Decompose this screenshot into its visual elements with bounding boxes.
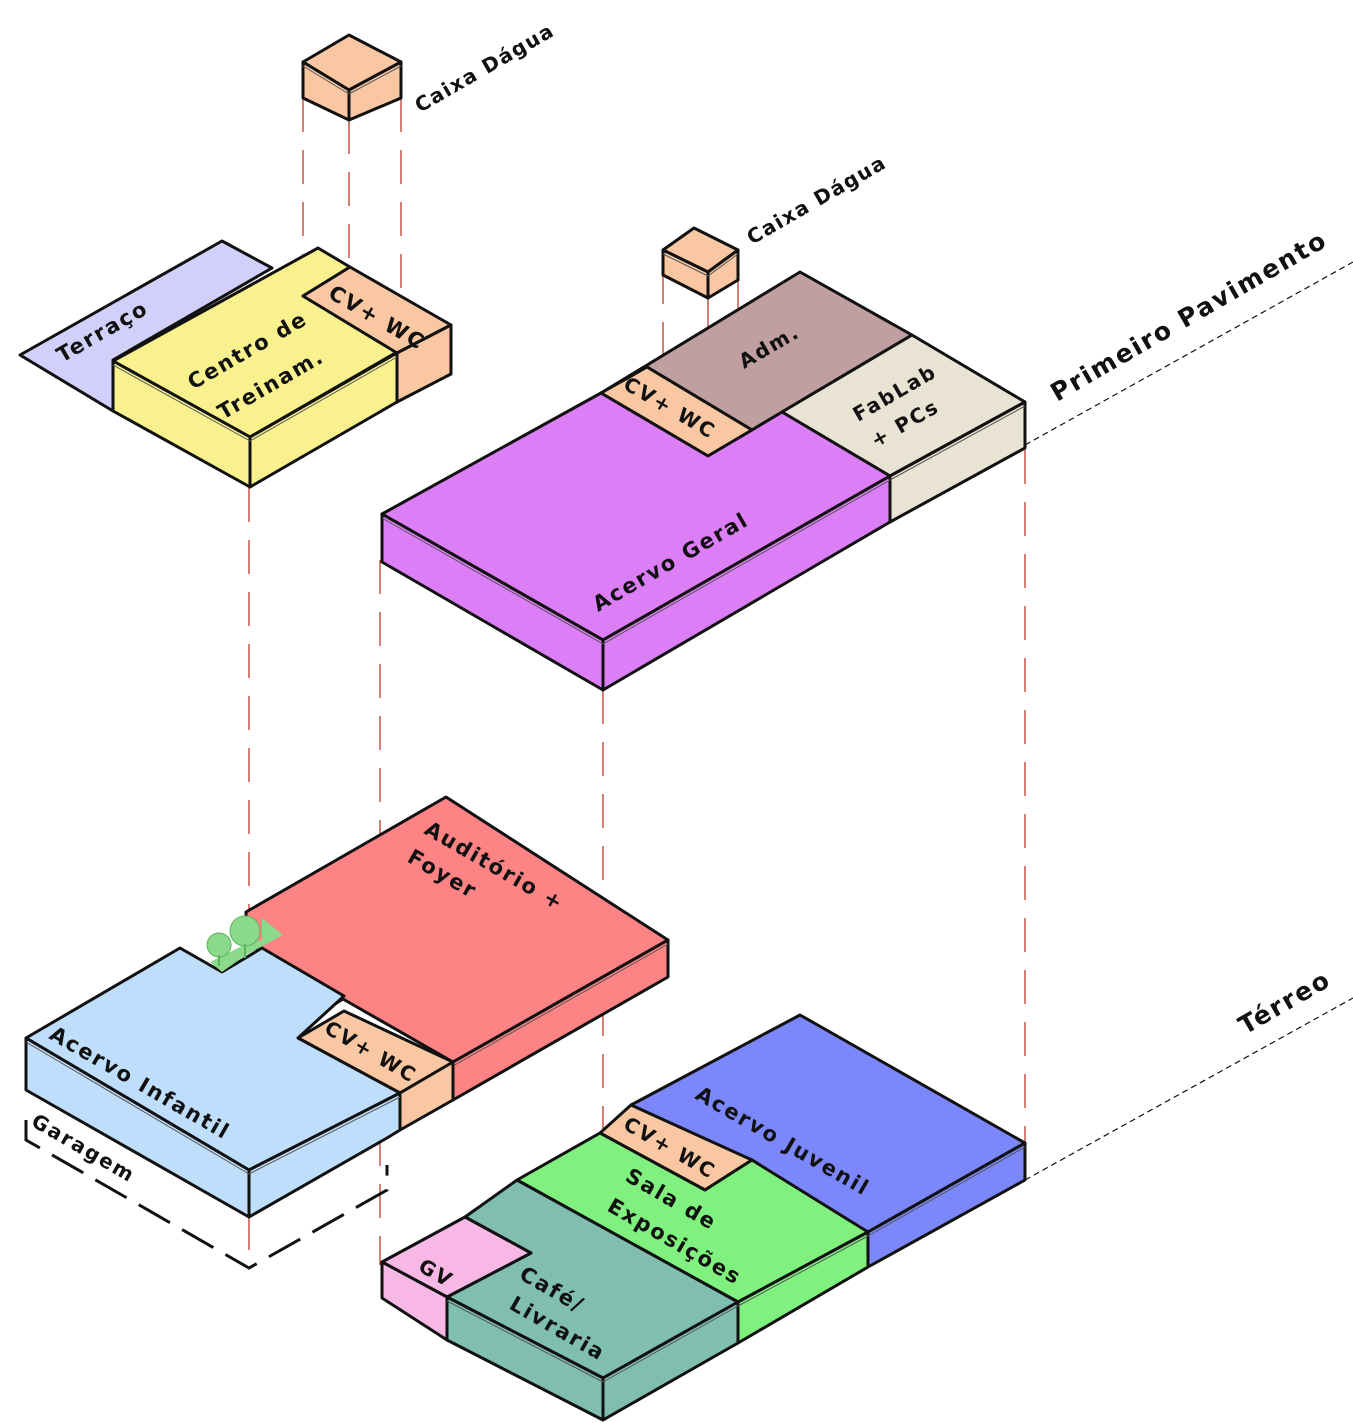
caixa-dagua-label-1: Caixa Dágua <box>411 18 559 117</box>
terraco-area <box>18 239 274 413</box>
upper-right-block <box>380 270 1027 692</box>
garagem-outline <box>24 1120 389 1270</box>
terreo-label: Térreo <box>1234 964 1336 1040</box>
upper-left-block <box>18 239 453 489</box>
caixa-dagua-2-icon <box>661 226 740 300</box>
level-lines <box>1024 261 1353 1181</box>
tree-icon <box>206 915 283 972</box>
caixa-dagua-1-icon <box>301 33 403 122</box>
lower-left-block <box>24 795 670 1270</box>
caixa-dagua-label-2: Caixa Dágua <box>743 150 891 249</box>
primeiro-pavimento-label: Primeiro Pavimento <box>1046 225 1333 407</box>
lower-right-block <box>380 1013 1027 1422</box>
